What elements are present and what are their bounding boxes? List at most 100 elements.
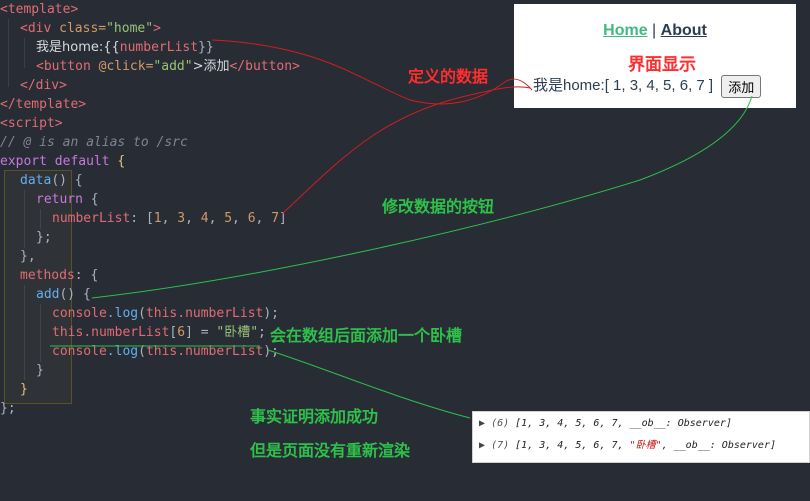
code-token: console xyxy=(52,344,107,359)
code-token: ( xyxy=(138,306,146,321)
code-token: : xyxy=(130,211,146,226)
array-string-item: "卧槽" xyxy=(629,440,662,451)
code-token: "home" xyxy=(106,21,154,36)
code-token: .numberList xyxy=(177,344,264,359)
code-line-2: <div class="home"> xyxy=(20,19,161,38)
array-items: [1, 3, 4, 5, 6, 7, __ob__: Observer] xyxy=(515,418,732,429)
code-token: , xyxy=(185,211,201,226)
code-number: 1 xyxy=(153,211,162,226)
code-line-22: }; xyxy=(0,399,16,418)
code-line-17: console.log(this.numberList); xyxy=(52,304,279,323)
code-token: }; xyxy=(36,230,52,245)
code-number: 7 xyxy=(271,211,280,226)
nav-separator: | xyxy=(647,22,661,39)
annotation-fact-proves: 事实证明添加成功 xyxy=(250,407,379,426)
code-token: .log xyxy=(106,344,139,359)
code-token: </button> xyxy=(229,59,300,74)
indent-guide xyxy=(24,38,25,68)
annotation-line-green xyxy=(267,349,471,419)
indent-guide xyxy=(40,304,41,362)
code-token: , xyxy=(208,211,225,226)
code-token: this xyxy=(145,306,178,321)
code-number: 6 xyxy=(247,211,256,226)
annotation-line-red xyxy=(281,86,531,215)
code-token: , xyxy=(161,211,178,226)
code-token: add xyxy=(36,287,60,302)
code-line-15: methods: { xyxy=(20,266,98,285)
code-token: { xyxy=(117,154,126,169)
code-token: ); xyxy=(263,306,279,321)
code-token: ] xyxy=(279,211,287,226)
code-token: @click= xyxy=(98,59,154,74)
code-token: }; xyxy=(0,401,16,416)
code-string: "卧槽" xyxy=(216,325,259,340)
code-token: numberList xyxy=(52,211,131,226)
browser-preview: Home | About 我是home:[ 1, 3, 4, 5, 6, 7 ]… xyxy=(514,4,796,108)
code-token: "add" xyxy=(153,59,193,74)
number-list-text: 我是home:[ 1, 3, 4, 5, 6, 7 ] xyxy=(533,77,714,94)
expand-arrow-icon[interactable]: ▶ xyxy=(479,418,486,429)
nav-link-about[interactable]: About xyxy=(660,22,707,39)
code-line-14: }, xyxy=(20,247,36,266)
indent-guide xyxy=(24,190,25,248)
code-token: }} xyxy=(198,40,214,55)
code-token: ( xyxy=(138,344,146,359)
code-token: <div xyxy=(20,21,60,36)
code-token: data xyxy=(20,173,52,188)
array-length: (7) xyxy=(491,440,510,451)
code-line-8: // @ is an alias to /src xyxy=(0,133,188,152)
code-token: { xyxy=(82,192,99,207)
array-length: (6) xyxy=(491,418,510,429)
code-token: , xyxy=(232,211,248,226)
code-token: </template> xyxy=(0,97,87,112)
nav-link-home[interactable]: Home xyxy=(603,22,648,39)
console-row[interactable]: ▶ (7) [1, 3, 4, 5, 6, 7, "卧槽", __ob__: O… xyxy=(479,436,776,456)
code-line-20: } xyxy=(36,361,44,380)
code-number: 3 xyxy=(177,211,186,226)
preview-content: 我是home:[ 1, 3, 4, 5, 6, 7 ] 添加 xyxy=(533,74,762,98)
code-number: 4 xyxy=(200,211,209,226)
code-line-19: console.log(this.numberList); xyxy=(52,342,279,361)
indent-guide xyxy=(8,19,9,87)
annotation-add-after-array: 会在数组后面添加一个卧槽 xyxy=(270,326,463,345)
expand-arrow-icon[interactable]: ▶ xyxy=(479,440,486,451)
code-number: 5 xyxy=(224,211,233,226)
code-token: ; xyxy=(258,325,266,340)
code-token: 我是home:{{ xyxy=(36,40,120,55)
annotation-modify-button: 修改数据的按钮 xyxy=(382,197,495,216)
add-button[interactable]: 添加 xyxy=(721,74,762,98)
code-token: <button xyxy=(36,59,99,74)
code-token: [ xyxy=(169,325,178,340)
code-line-1: <template> xyxy=(0,0,78,19)
code-line-13: }; xyxy=(36,228,52,247)
code-line-9: export default { xyxy=(0,152,125,171)
array-items: [1, 3, 4, 5, 6, 7, xyxy=(515,440,630,451)
console-row[interactable]: ▶ (6) [1, 3, 4, 5, 6, 7, __ob__: Observe… xyxy=(479,414,732,434)
code-token: console xyxy=(52,306,107,321)
code-line-6: </template> xyxy=(0,95,86,114)
code-comment: // @ is an alias to /src xyxy=(0,135,188,150)
code-token: .log xyxy=(106,306,139,321)
annotation-line-red xyxy=(211,39,533,105)
code-line-11: return { xyxy=(36,190,99,209)
code-token: : { xyxy=(74,268,99,283)
indent-guide xyxy=(24,285,25,380)
code-line-12: numberList: [1, 3, 4, 5, 6, 7] xyxy=(52,209,287,228)
code-token: return xyxy=(36,192,83,207)
code-line-18: this.numberList[6] = "卧槽"; xyxy=(52,323,266,342)
code-token: export default xyxy=(0,154,110,169)
indent-guide xyxy=(40,209,41,229)
code-line-7: <script> xyxy=(0,114,63,133)
code-token: [ xyxy=(145,211,154,226)
code-token: >添加 xyxy=(192,59,230,74)
code-token: this xyxy=(145,344,178,359)
code-token: () { xyxy=(59,287,91,302)
code-token: ] = xyxy=(185,325,217,340)
annotation-line-green xyxy=(91,95,753,299)
code-token: }, xyxy=(20,249,36,264)
annotation-not-rerendered: 但是页面没有重新渲染 xyxy=(250,441,411,460)
code-line-5: </div> xyxy=(20,76,67,95)
code-token: <template> xyxy=(0,2,79,17)
